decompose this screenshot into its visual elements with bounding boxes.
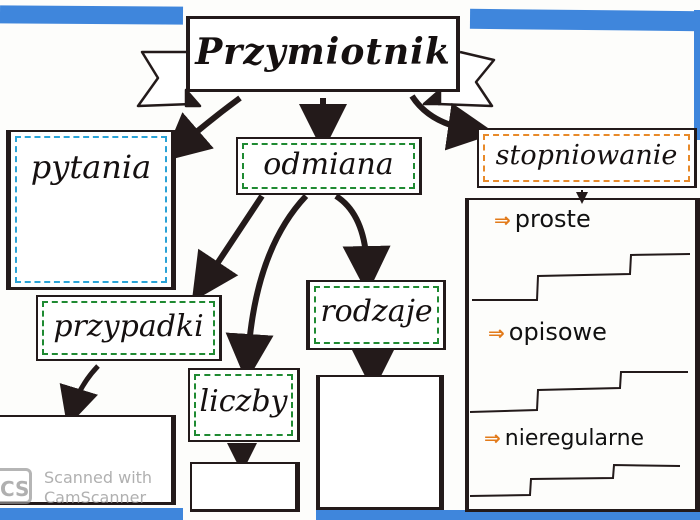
node-rodzaje: rodzaje — [306, 280, 446, 350]
node-pytania: pytania — [6, 130, 176, 290]
node-stopniowanie: stopniowanie — [477, 128, 697, 188]
list-item-proste: ⇒proste — [494, 205, 591, 233]
node-odmiana: odmiana — [236, 137, 422, 195]
watermark-line2: CamScanner — [44, 488, 147, 507]
stopniowanie-content-box — [465, 198, 700, 512]
tape-bottom-left — [0, 508, 183, 520]
stairs-decoration — [469, 253, 691, 497]
camscanner-watermark: CS Scanned with CamScanner — [0, 466, 175, 512]
tape-right-edge — [694, 10, 700, 140]
node-label-liczby: liczby — [199, 384, 288, 419]
node-liczby: liczby — [188, 368, 300, 442]
rodzaje-content-box — [316, 375, 444, 510]
diagram-title: Przymiotnik — [195, 31, 451, 73]
ribbon-left — [136, 50, 202, 108]
camscanner-logo-icon: CS — [0, 468, 32, 504]
list-item-opisowe: ⇒opisowe — [488, 318, 607, 346]
arrow-right-icon: ⇒ — [484, 426, 501, 450]
arrow-right-icon: ⇒ — [494, 208, 511, 232]
node-label-odmiana: odmiana — [263, 147, 394, 182]
node-label-przypadki: przypadki — [53, 309, 204, 344]
watermark-line1: Scanned with — [44, 468, 153, 487]
node-przypadki: przypadki — [36, 295, 222, 361]
node-label-rodzaje: rodzaje — [320, 294, 433, 329]
title-banner: Przymiotnik — [186, 16, 460, 92]
liczby-content-box — [190, 462, 300, 512]
arrow-right-icon: ⇒ — [488, 321, 505, 345]
list-item-nieregularne: ⇒nieregularne — [484, 426, 645, 451]
tape-bottom-right — [466, 512, 700, 520]
node-label-stopniowanie: stopniowanie — [495, 140, 678, 171]
tape-bottom-middle — [316, 510, 466, 520]
node-label-pytania: pytania — [30, 148, 152, 186]
